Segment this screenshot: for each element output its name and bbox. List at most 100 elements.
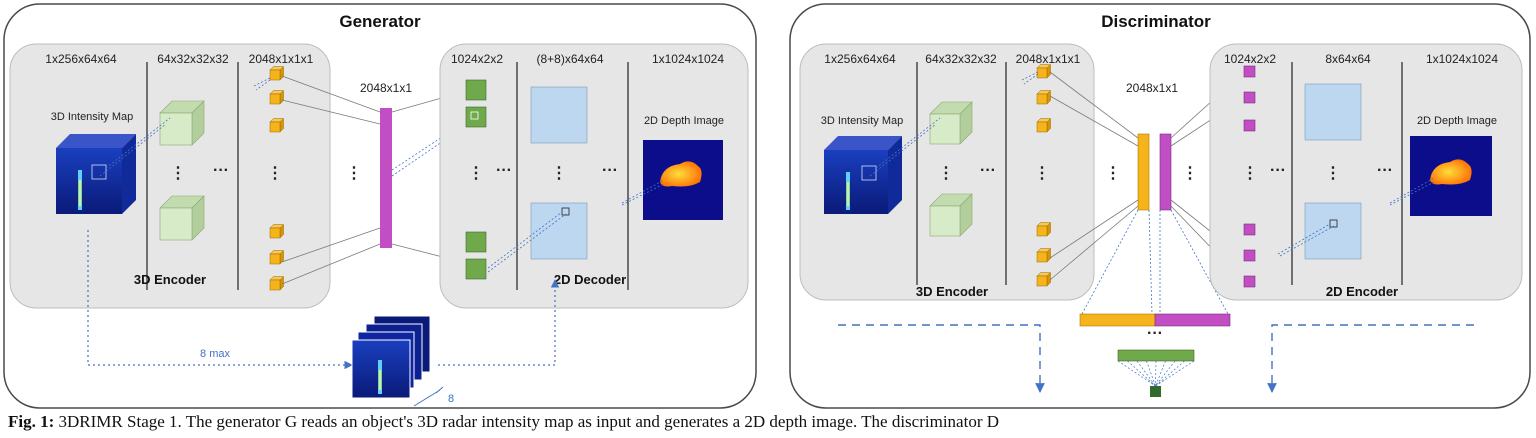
encoder-name: 3D Encoder <box>134 272 206 287</box>
vertical-ellipsis: ⋮ <box>267 165 283 182</box>
decoder-feature-square <box>465 231 487 253</box>
horizontal-ellipsis: ··· <box>496 162 512 179</box>
feature-square <box>1243 91 1256 104</box>
decoder-feature-map <box>530 86 588 144</box>
feature-cube <box>269 89 285 105</box>
feature-cube <box>269 223 285 239</box>
dashed-arrow-left <box>838 324 1045 393</box>
horizontal-ellipsis: ··· <box>1270 162 1286 179</box>
encoder-name: 3D Encoder <box>916 284 988 299</box>
generator-panel: Generator 1x256x64x64 64x32x32x32 2048x1… <box>3 3 757 409</box>
depth-image <box>643 140 723 220</box>
feature-square <box>1243 223 1256 236</box>
conv-cube <box>159 100 205 146</box>
feature-cube <box>269 275 285 291</box>
caption-lead: Fig. 1: <box>8 412 55 431</box>
generator-3d-encoder-box <box>9 43 331 309</box>
input-label: 3D Intensity Map <box>51 111 134 123</box>
vertical-ellipsis: ⋮ <box>1034 165 1050 182</box>
horizontal-ellipsis: ··· <box>980 162 996 179</box>
dashed-arrow-right <box>1267 324 1474 393</box>
dim-label: 2048x1x1x1 <box>249 52 314 66</box>
vertical-ellipsis: ⋮ <box>1325 165 1341 182</box>
feature-square <box>1243 65 1256 78</box>
dim-label: 1024x2x2 <box>451 52 503 66</box>
dim-label: 8x64x64 <box>1325 52 1371 66</box>
skip-connection-arrow <box>87 230 353 370</box>
intensity-slice-stack <box>351 315 431 399</box>
dim-label: 1024x2x2 <box>1224 52 1276 66</box>
dense-layer <box>1117 349 1195 362</box>
skip-connection-arrow <box>438 279 560 366</box>
feature-cube <box>1036 117 1052 133</box>
bottleneck-bar <box>380 108 392 248</box>
vertical-ellipsis: ⋮ <box>1182 165 1198 182</box>
input-label: 2D Depth Image <box>1417 115 1497 127</box>
feature-cube <box>1036 247 1052 263</box>
bottleneck-bar-3d <box>1137 133 1150 211</box>
dim-label: 1x256x64x64 <box>824 52 896 66</box>
dense-connections <box>1117 360 1195 387</box>
feature-square <box>1243 275 1256 288</box>
decoder-name: 2D Decoder <box>554 272 626 287</box>
encoder-name: 2D Encoder <box>1326 284 1398 299</box>
dim-label: 1x1024x1024 <box>1426 52 1498 66</box>
flatten-lines <box>1081 209 1229 315</box>
bottleneck-bar-2d <box>1159 133 1172 211</box>
dim-label: 64x32x32x32 <box>925 52 997 66</box>
discriminator-panel: Discriminator 1x256x64x64 64x32x32x32 20… <box>789 3 1531 409</box>
feature-cube <box>269 65 285 81</box>
vertical-ellipsis: ⋮ <box>170 165 186 182</box>
vertical-ellipsis: ⋮ <box>551 165 567 182</box>
vertical-ellipsis: ⋮ <box>346 165 362 182</box>
concat-vector-3d <box>1079 313 1156 327</box>
decoder-feature-square <box>465 79 487 101</box>
stack-count-label: 8 <box>448 393 454 405</box>
horizontal-ellipsis: ··· <box>1377 162 1393 179</box>
feature-square <box>1243 119 1256 132</box>
figure-caption: Fig. 1: 3DRIMR Stage 1. The generator G … <box>8 412 1536 438</box>
intensity-map-cube <box>56 134 136 214</box>
feature-cube-column <box>269 65 285 291</box>
feature-cube-column <box>1036 63 1052 287</box>
input-label: 3D Intensity Map <box>821 115 904 127</box>
horizontal-ellipsis: ··· <box>602 162 618 179</box>
generator-title: Generator <box>339 12 421 31</box>
conv-cube <box>929 101 973 145</box>
dim-label: (8+8)x64x64 <box>536 52 603 66</box>
dim-label: 1x1024x1024 <box>652 52 724 66</box>
feature-cube <box>1036 89 1052 105</box>
dim-label: 1x256x64x64 <box>45 52 117 66</box>
conv-cube <box>159 195 205 241</box>
concat-vector-2d <box>1154 313 1231 327</box>
vertical-ellipsis: ⋮ <box>1242 165 1258 182</box>
horizontal-ellipsis: ··· <box>213 162 229 179</box>
architecture-diagram: Generator 1x256x64x64 64x32x32x32 2048x1… <box>3 3 1531 409</box>
output-node <box>1150 386 1161 397</box>
intensity-map-cube <box>824 136 902 214</box>
depth-image <box>1410 136 1492 216</box>
encoder-feature-column <box>1243 65 1256 288</box>
feature-cube <box>1036 63 1052 79</box>
skip-label: 8 max <box>200 348 230 360</box>
discriminator-title: Discriminator <box>1101 12 1211 31</box>
decoder-feature-square <box>465 106 487 128</box>
dim-label: 64x32x32x32 <box>157 52 229 66</box>
concat-ellipsis: ··· <box>1147 325 1163 342</box>
output-label: 2D Depth Image <box>644 115 724 127</box>
connection-lines <box>281 75 471 285</box>
bottleneck-label: 2048x1x1 <box>1126 81 1178 95</box>
decoder-feature-square <box>465 258 487 280</box>
encoder-feature-map <box>1304 202 1362 260</box>
dim-label: 2048x1x1x1 <box>1016 52 1081 66</box>
vertical-ellipsis: ⋮ <box>468 165 484 182</box>
vertical-ellipsis: ⋮ <box>1105 165 1121 182</box>
discriminator-2d-encoder-box <box>1209 43 1523 301</box>
feature-cube <box>269 117 285 133</box>
discriminator-3d-encoder-box <box>799 43 1095 301</box>
feature-cube <box>269 249 285 265</box>
encoder-feature-map <box>1304 83 1362 141</box>
decoder-feature-map <box>530 202 588 260</box>
bottleneck-label: 2048x1x1 <box>360 81 412 95</box>
caption-text: 3DRIMR Stage 1. The generator G reads an… <box>58 412 1000 431</box>
